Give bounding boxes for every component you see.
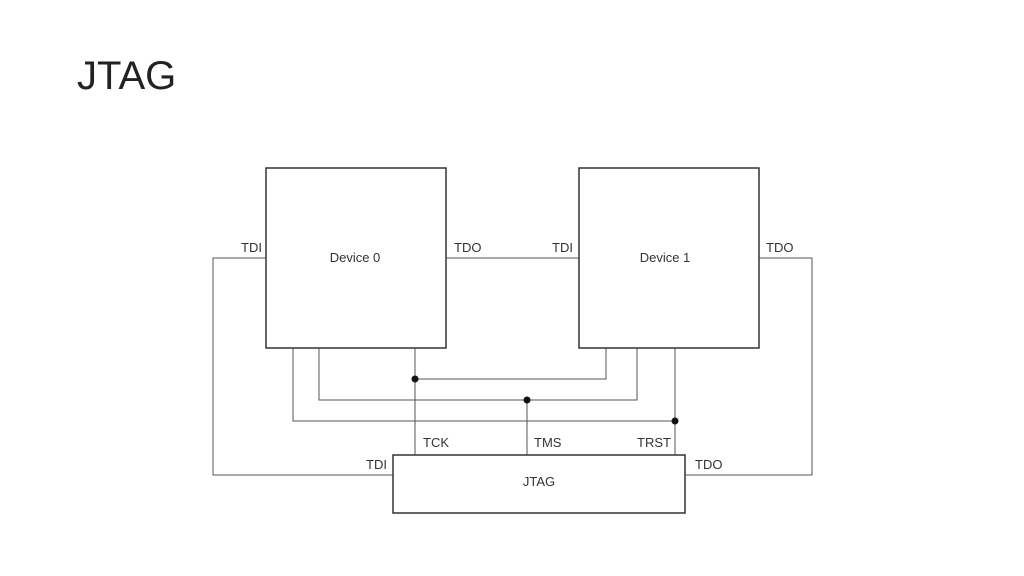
jtag-tck-label: TCK — [423, 435, 449, 450]
device-0-tdi-label: TDI — [241, 240, 262, 255]
device-0-tdo-label: TDO — [454, 240, 481, 255]
jtag-controller: JTAG TDI TDO TCK TMS TRST — [366, 435, 722, 514]
junction-dot-tms — [523, 396, 531, 404]
jtag-tms-label: TMS — [534, 435, 562, 450]
device-1-tdi-label: TDI — [552, 240, 573, 255]
wires — [212, 257, 813, 476]
wire-tms-device1 — [527, 348, 638, 401]
device-0-box — [265, 167, 447, 349]
wire-tck-device1 — [415, 348, 607, 380]
wire-tms-device0 — [318, 348, 527, 401]
jtag-controller-box — [392, 454, 686, 514]
wire-device1-tdo-to-jtag — [685, 257, 813, 476]
junction-dot-trst — [671, 417, 679, 425]
jtag-controller-label: JTAG — [523, 474, 555, 489]
device-1-box — [578, 167, 760, 349]
device-0: Device 0 TDI TDO — [241, 167, 481, 349]
device-1-label: Device 1 — [640, 250, 691, 265]
slide-title: JTAG — [77, 54, 177, 98]
jtag-tdo-label: TDO — [695, 457, 722, 472]
wire-tdi-to-device0 — [212, 257, 393, 476]
junction-dot-tck — [411, 375, 419, 383]
device-0-label: Device 0 — [330, 250, 381, 265]
device-1: Device 1 TDI TDO — [552, 167, 793, 349]
jtag-trst-label: TRST — [637, 435, 671, 450]
jtag-tdi-label: TDI — [366, 457, 387, 472]
wire-trst-device0 — [292, 348, 675, 422]
device-1-tdo-label: TDO — [766, 240, 793, 255]
